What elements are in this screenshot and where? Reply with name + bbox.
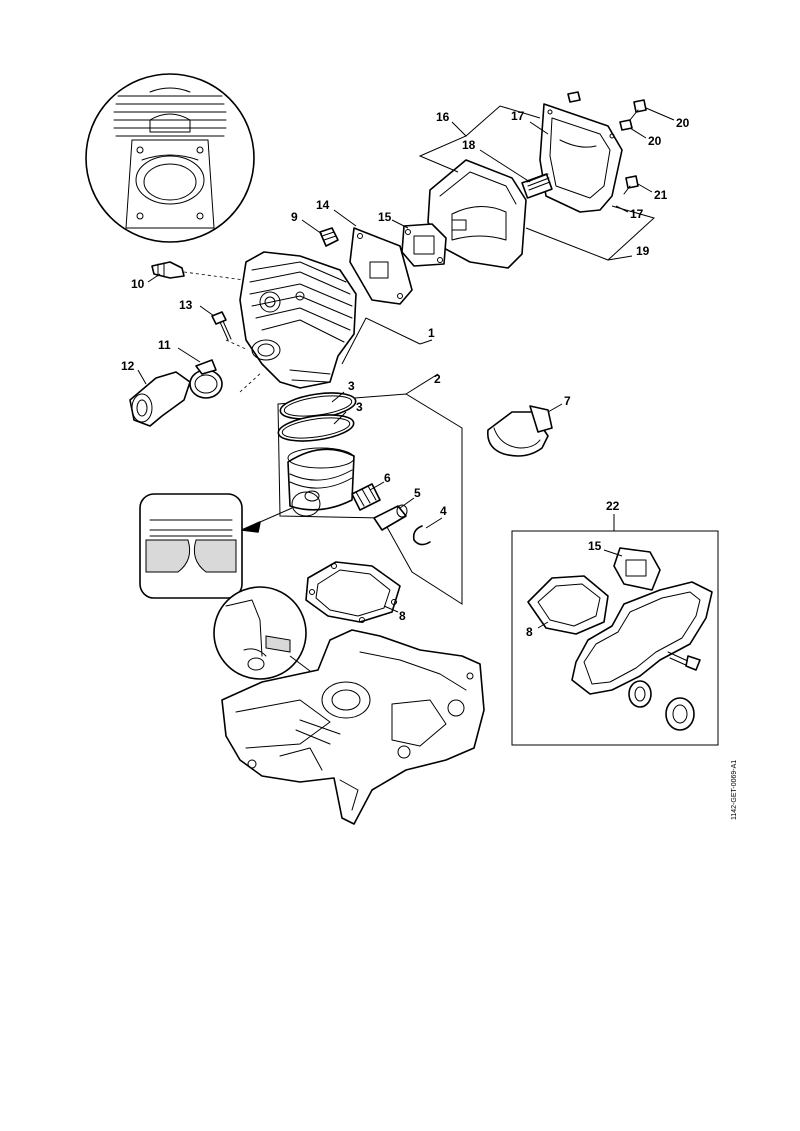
callout-8a: 8 — [399, 609, 406, 623]
callout-18: 18 — [462, 138, 476, 152]
intake-manifold — [129, 371, 191, 427]
callout-9: 9 — [291, 210, 298, 224]
piston — [287, 447, 355, 511]
cylinder — [225, 251, 357, 393]
callout-16: 16 — [436, 110, 450, 124]
muffler-screws — [567, 91, 647, 195]
callout-19: 19 — [636, 244, 650, 258]
callout-14: 14 — [316, 198, 330, 212]
callout-6: 6 — [384, 471, 391, 485]
callout-20a: 20 — [676, 116, 690, 130]
callout-3b: 3 — [356, 400, 363, 414]
callout-11: 11 — [158, 338, 171, 352]
callout-7: 7 — [564, 394, 571, 408]
muffler-cover — [539, 103, 623, 213]
document-id: 1142-GET-0069-A1 — [731, 760, 738, 820]
callouts: 1 2 3 3 4 5 6 7 8 9 10 11 12 — [121, 105, 690, 639]
gasket-set-screw — [667, 651, 701, 671]
cylinder-base-gasket — [305, 561, 401, 623]
callout-4: 4 — [440, 504, 447, 518]
callout-8b: 8 — [526, 625, 533, 639]
muffler-body — [427, 159, 527, 269]
gasket-set-oil-seal-large — [665, 697, 695, 731]
callout-2: 2 — [434, 372, 441, 386]
callout-1: 1 — [428, 326, 435, 340]
callout-bracket-2 — [405, 373, 439, 395]
callout-17a: 17 — [511, 109, 525, 123]
piston-ring-upper — [279, 392, 357, 420]
gasket-set-frame — [511, 530, 719, 746]
piston-pin — [373, 504, 408, 531]
gasket-set-base-gasket — [527, 575, 609, 635]
callout-15b: 15 — [588, 539, 602, 553]
callout-15a: 15 — [378, 210, 392, 224]
callout-3a: 3 — [348, 379, 355, 393]
cylinder-detail-inset — [85, 73, 255, 243]
callout-21: 20 — [648, 134, 662, 148]
callout-20b: 21 — [654, 188, 668, 202]
strap-clamp — [487, 405, 553, 457]
gasket-set-muffler-gasket — [613, 547, 661, 591]
gasket-set-oil-seal-small — [628, 680, 652, 708]
callout-bracket-1 — [341, 317, 421, 365]
piston-group-frame — [277, 393, 463, 605]
piston-ring-lower — [277, 414, 355, 442]
crankcase — [221, 629, 485, 825]
decompression-valve — [319, 227, 339, 247]
hose-clamp — [189, 359, 223, 399]
heat-shield — [349, 227, 413, 305]
callout-5: 5 — [414, 486, 421, 500]
callout-13: 13 — [179, 298, 193, 312]
callout-10: 10 — [131, 277, 145, 291]
hookless-snap-ring — [412, 525, 431, 546]
cylinder-screw — [211, 311, 232, 341]
gasket-set-crankcase-gasket — [571, 581, 713, 695]
piston-ring-detail-inset — [139, 491, 321, 599]
crankcase-detail-inset — [213, 586, 339, 693]
callout-12: 12 — [121, 359, 135, 373]
callout-17b: 17 — [630, 207, 644, 221]
spark-arrestor-screen — [521, 173, 553, 199]
callout-22: 22 — [606, 499, 620, 513]
muffler-gasket — [401, 223, 447, 267]
needle-cage — [351, 483, 381, 511]
